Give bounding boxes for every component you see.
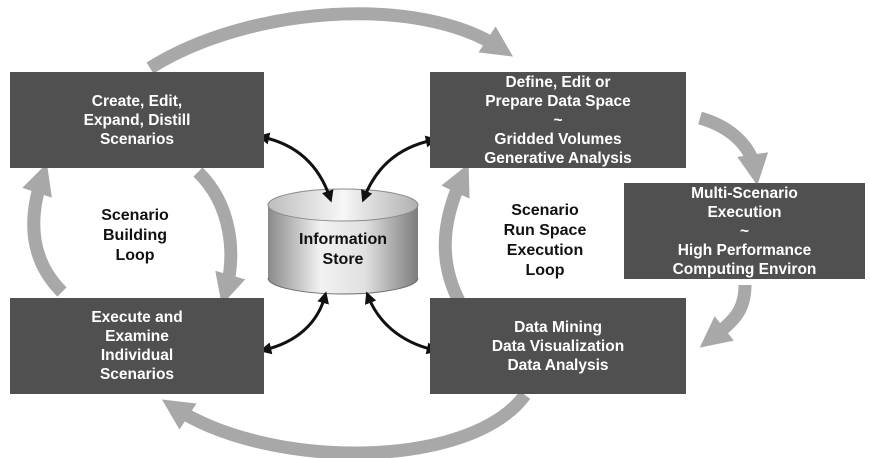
store-label-line: Information — [299, 231, 387, 248]
box-line: Computing Environ — [672, 260, 817, 278]
box-line: Individual — [100, 347, 174, 364]
top-loop-arrow — [146, 7, 514, 74]
box-line: Data Visualization — [491, 337, 625, 355]
loop-label-line: Building — [103, 227, 167, 244]
loop-label-line: Scenario — [511, 202, 579, 219]
box-line: Data Analysis — [507, 356, 609, 374]
information-store-label: Information Store — [270, 230, 416, 270]
data-mining-box: Data Mining Data Visualization Data Anal… — [430, 298, 686, 394]
box-line: Multi-Scenario — [691, 184, 798, 202]
box-line: Execute and — [91, 309, 183, 326]
store-label-line: Store — [322, 251, 364, 268]
loop-label-line: Run Space — [503, 222, 587, 239]
box-line: Execution — [707, 203, 782, 221]
define-data-space-box: Define, Edit or Prepare Data Space ~ Gri… — [430, 72, 686, 168]
left-up-loop-arrow — [22, 163, 67, 297]
loop-label-line: Loop — [525, 262, 565, 279]
box-line: Generative Analysis — [484, 149, 632, 167]
information-store-cylinder — [267, 188, 419, 295]
double-arrow-upper-right — [361, 135, 438, 203]
loop-label-line: Execution — [506, 242, 584, 259]
right-upper-loop-arrow — [698, 111, 769, 186]
center-right-up-loop-arrow — [438, 163, 470, 307]
create-edit-scenarios-box: Create, Edit, Expand, Distill Scenarios — [10, 72, 264, 168]
double-arrow-lower-left — [259, 291, 329, 355]
box-line: ~ — [553, 111, 563, 129]
execute-examine-scenarios-box: Execute and Examine Individual Scenarios — [10, 298, 264, 394]
box-line: Examine — [105, 328, 169, 345]
bottom-loop-arrow — [161, 390, 531, 458]
box-line: ~ — [739, 222, 750, 240]
box-line: Data Mining — [514, 318, 602, 336]
box-line: High Performance — [677, 241, 812, 259]
run-space-execution-loop-label: Scenario Run Space Execution Loop — [490, 201, 600, 281]
box-line: Expand, Distill — [83, 111, 191, 129]
double-arrow-lower-right — [364, 291, 439, 355]
scenario-building-loop-label: Scenario Building Loop — [80, 206, 190, 266]
loop-label-line: Scenario — [101, 207, 169, 224]
box-line: Create, Edit, — [91, 92, 183, 110]
box-line: Define, Edit or — [505, 73, 611, 91]
box-line: Scenarios — [99, 130, 175, 148]
box-line: Scenarios — [99, 366, 175, 383]
multi-scenario-execution-box: Multi-Scenario Execution ~ High Performa… — [624, 183, 865, 279]
box-line: Gridded Volumes — [494, 130, 622, 148]
right-lower-loop-arrow — [699, 284, 752, 348]
loop-label-line: Loop — [115, 247, 155, 264]
center-left-down-loop-arrow — [193, 167, 246, 306]
box-line: Prepare Data Space — [485, 92, 631, 110]
double-arrow-upper-left — [257, 132, 334, 203]
